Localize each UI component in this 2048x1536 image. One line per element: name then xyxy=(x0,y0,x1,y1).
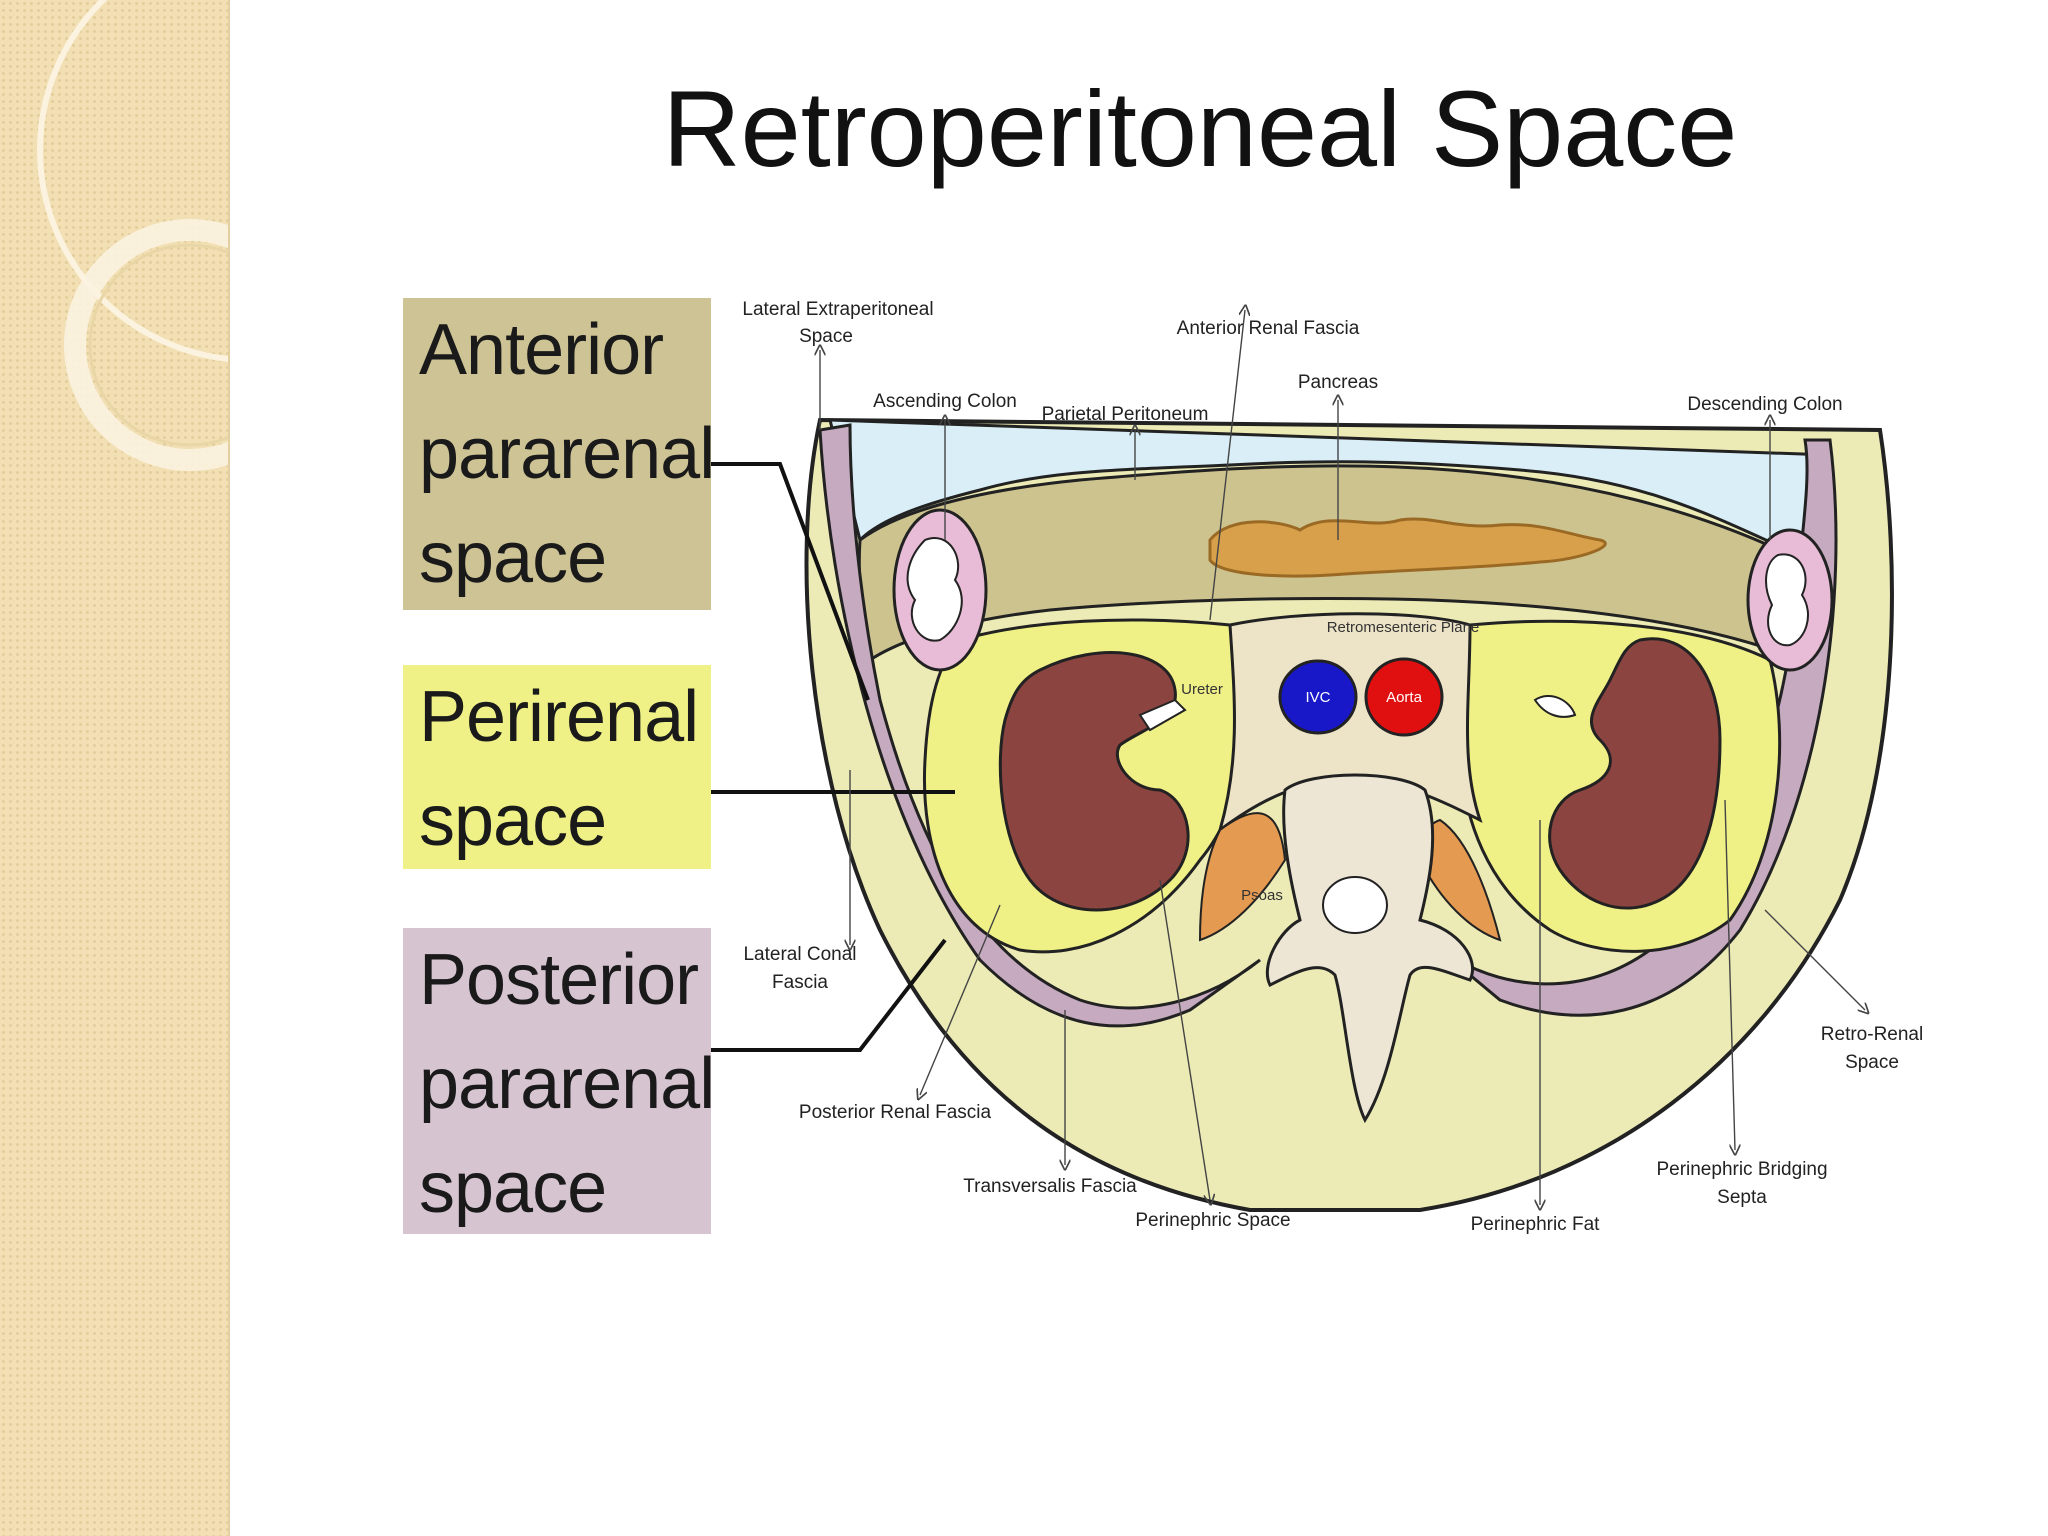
posterior-pararenal-band xyxy=(818,423,1261,1028)
label-lateral-conal-2: Fascia xyxy=(772,972,828,993)
legend-anterior-pararenal: Anterior pararenal space xyxy=(403,298,715,610)
legend-perirenal-line1: Perirenal xyxy=(419,677,699,757)
vertebra xyxy=(1265,773,1474,1124)
ureter-right xyxy=(1533,695,1577,718)
label-transversalis-fascia: Transversalis Fascia xyxy=(963,1176,1137,1197)
label-bridging-septa-1: Perinephric Bridging xyxy=(1656,1159,1827,1180)
label-ivc: IVC xyxy=(1305,689,1330,706)
label-ureter: Ureter xyxy=(1181,681,1223,698)
legend-posterior-pararenal: Posterior pararenal space xyxy=(403,928,715,1234)
label-retro-renal-2: Space xyxy=(1845,1052,1899,1073)
legend-posterior-line2: pararenal xyxy=(419,1044,715,1124)
legend-perirenal-line2: space xyxy=(419,781,607,861)
label-ascending-colon: Ascending Colon xyxy=(873,391,1017,412)
legend-anterior-line2: pararenal xyxy=(419,414,715,494)
leader-posterior xyxy=(711,938,947,1052)
label-pancreas: Pancreas xyxy=(1298,372,1378,393)
label-bridging-septa-2: Septa xyxy=(1717,1187,1767,1208)
label-anterior-renal-fascia: Anterior Renal Fascia xyxy=(1177,318,1360,339)
sidebar-rings-decoration xyxy=(37,0,228,471)
aorta-vessel xyxy=(1364,657,1444,737)
legend-posterior-line1: Posterior xyxy=(419,940,699,1020)
label-posterior-renal-fascia: Posterior Renal Fascia xyxy=(799,1102,992,1123)
descending-colon-lumen xyxy=(1765,553,1809,647)
label-aorta: Aorta xyxy=(1386,689,1423,706)
spinal-canal xyxy=(1322,876,1388,934)
slide-title: Retroperitoneal Space xyxy=(662,68,1738,189)
legend-posterior-line3: space xyxy=(419,1148,607,1228)
pancreas-shape xyxy=(1208,517,1607,578)
label-retro-renal-1: Retro-Renal xyxy=(1821,1024,1923,1045)
label-psoas: Psoas xyxy=(1241,887,1283,904)
ivc-vessel xyxy=(1278,659,1358,735)
kidney-right xyxy=(1548,637,1722,910)
decorative-sidebar xyxy=(0,0,230,1536)
label-retromesenteric-plane: Retromesenteric Plane xyxy=(1327,619,1480,636)
legend-anterior-line3: space xyxy=(419,518,607,598)
label-lateral-extraperitoneal-1: Lateral Extraperitoneal xyxy=(742,299,933,320)
label-perinephric-space: Perinephric Space xyxy=(1135,1210,1290,1231)
legend-anterior-line1: Anterior xyxy=(419,310,664,390)
ascending-colon-lumen xyxy=(906,537,963,642)
leader-anterior xyxy=(711,462,870,701)
legend-perirenal: Perirenal space xyxy=(403,665,711,869)
psoas-left xyxy=(1198,812,1287,942)
ureter-left xyxy=(1138,698,1187,732)
label-parietal-peritoneum: Parietal Peritoneum xyxy=(1042,404,1209,425)
label-perinephric-fat: Perinephric Fat xyxy=(1471,1214,1601,1235)
label-lateral-conal-1: Lateral Conal xyxy=(743,944,856,965)
label-descending-colon: Descending Colon xyxy=(1687,394,1842,415)
label-lateral-extraperitoneal-2: Space xyxy=(799,326,853,347)
